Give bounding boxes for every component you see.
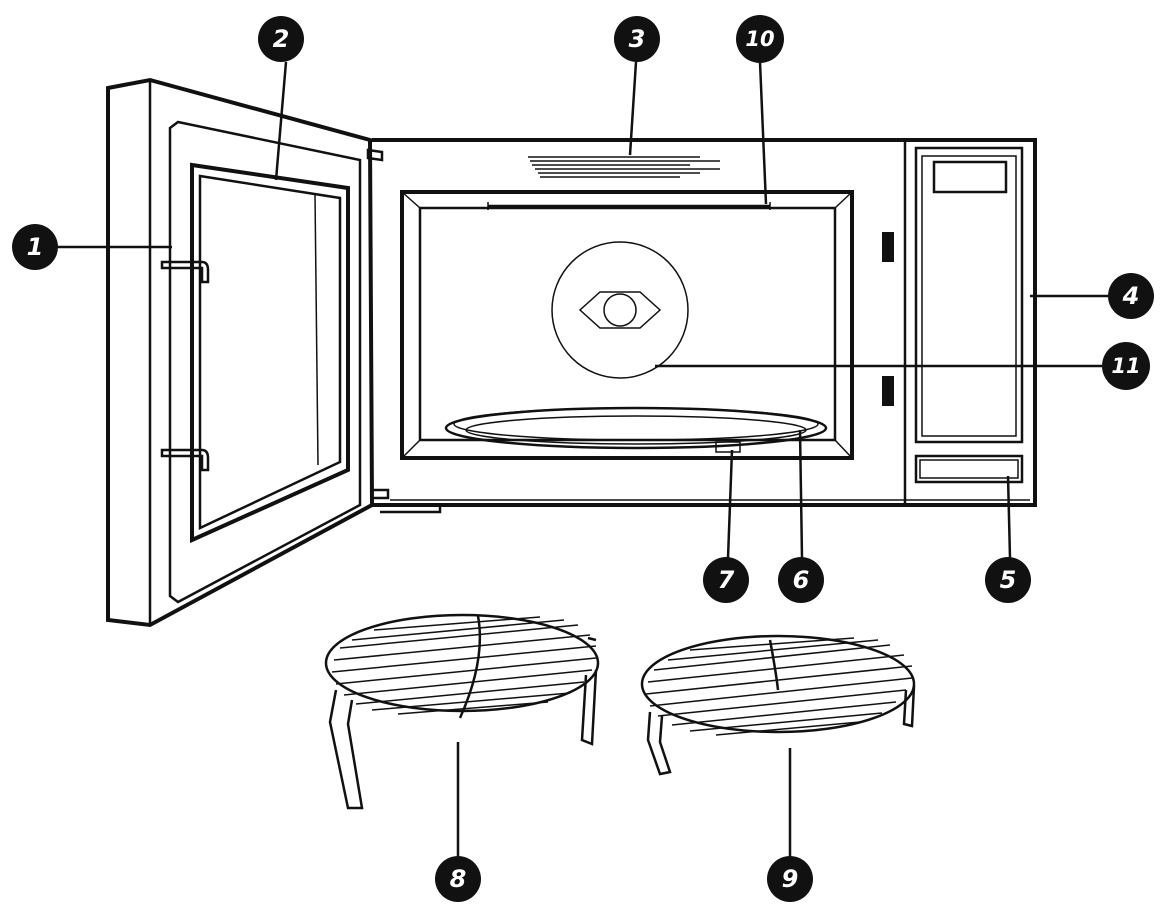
svg-text:11: 11 xyxy=(1111,354,1140,378)
control-panel xyxy=(903,140,1024,505)
turntable-tray xyxy=(444,406,828,450)
high-rack xyxy=(324,613,600,810)
svg-text:6: 6 xyxy=(793,566,810,594)
svg-text:5: 5 xyxy=(1000,566,1017,594)
leader-line-2 xyxy=(274,61,288,181)
svg-text:1: 1 xyxy=(27,233,44,261)
callout-4: 4 xyxy=(1108,273,1154,319)
callout-11: 11 xyxy=(1102,342,1150,390)
leader-line-3 xyxy=(628,61,638,156)
leader-line-7 xyxy=(726,449,734,559)
leader-line-6 xyxy=(798,429,804,559)
door-window xyxy=(190,162,350,544)
svg-text:2: 2 xyxy=(273,25,290,53)
microwave-door xyxy=(106,77,390,628)
leader-line-5 xyxy=(1006,475,1012,559)
oven-cavity xyxy=(400,190,854,460)
leader-line-10 xyxy=(758,61,768,205)
waveguide-cover xyxy=(551,241,689,379)
roller-ring xyxy=(715,441,741,453)
leader-lines xyxy=(50,61,1108,856)
callout-5: 5 xyxy=(985,557,1031,603)
callout-8: 8 xyxy=(435,856,481,902)
callout-2: 2 xyxy=(258,16,304,62)
callout-1: 1 xyxy=(12,224,58,270)
interlock-slot-bottom xyxy=(882,376,894,406)
svg-text:7: 7 xyxy=(718,566,735,594)
callout-6: 6 xyxy=(778,557,824,603)
svg-text:10: 10 xyxy=(745,27,774,51)
door-latches xyxy=(160,260,210,472)
low-rack xyxy=(640,634,916,776)
microwave-body xyxy=(372,138,1037,514)
svg-text:8: 8 xyxy=(450,865,467,893)
interlock-slot-top xyxy=(882,232,894,262)
callout-3: 3 xyxy=(614,16,660,62)
callout-9: 9 xyxy=(767,856,813,902)
callout-10: 10 xyxy=(736,15,784,63)
svg-text:4: 4 xyxy=(1122,282,1140,310)
callout-7: 7 xyxy=(703,557,749,603)
door-release-button xyxy=(914,454,1024,484)
svg-text:9: 9 xyxy=(782,865,799,893)
svg-text:3: 3 xyxy=(629,25,646,53)
label-plate xyxy=(528,156,720,178)
